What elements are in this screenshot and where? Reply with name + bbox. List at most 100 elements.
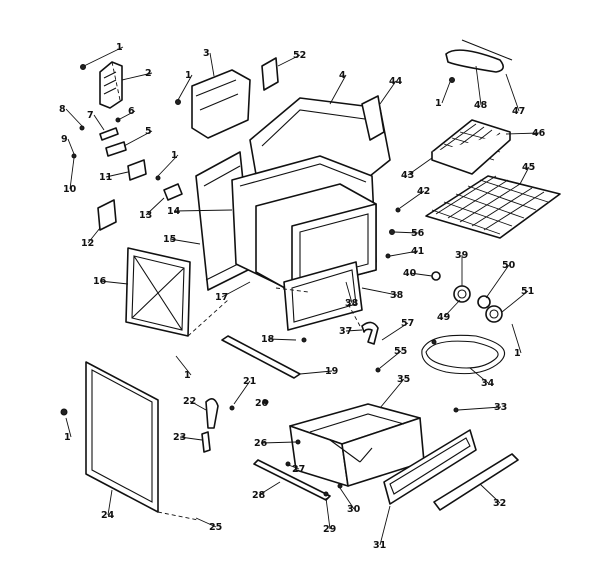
part-37-connector — [361, 321, 381, 373]
leader-c1c — [441, 81, 451, 104]
part-46-broiler-pan — [431, 119, 511, 175]
callout-30: 30 — [347, 504, 361, 515]
part-52-bracket — [261, 57, 279, 91]
leader-c37 — [345, 329, 363, 332]
callout-46: 46 — [532, 128, 546, 139]
part-38-frame — [283, 261, 363, 331]
callout-1: 1 — [171, 150, 178, 161]
part-44-vent — [361, 95, 385, 141]
leader-c20 — [261, 401, 267, 404]
leader-c45 — [519, 166, 530, 185]
callout-34: 34 — [481, 378, 495, 389]
assembly-lines — [111, 61, 361, 521]
callout-1: 1 — [184, 370, 191, 381]
callout-55: 55 — [394, 346, 407, 357]
callout-38: 38 — [390, 290, 404, 301]
leader-c47 — [505, 73, 520, 112]
leader-c18 — [267, 338, 297, 341]
leader-c34 — [469, 367, 489, 384]
callout-17: 17 — [215, 292, 228, 303]
leader-c22 — [189, 400, 207, 411]
callout-3: 3 — [203, 48, 210, 59]
small-parts-right — [385, 207, 503, 323]
callout-4: 4 — [339, 70, 346, 81]
leader-c1f — [511, 323, 522, 354]
leader-c7 — [93, 114, 105, 131]
callout-7: 7 — [87, 110, 94, 121]
leader-c50 — [485, 264, 510, 299]
callout-1: 1 — [435, 98, 442, 109]
callout-19: 19 — [325, 366, 338, 377]
leader-c26 — [260, 441, 297, 444]
leader-c1a — [83, 46, 124, 67]
leader-c17 — [221, 281, 251, 298]
leader-c12 — [87, 227, 101, 244]
callout-37: 37 — [339, 326, 352, 337]
leader-c2 — [121, 72, 153, 81]
leader-c40 — [409, 272, 433, 277]
callout-49: 49 — [437, 312, 450, 323]
leader-c55 — [379, 350, 402, 369]
callout-57: 57 — [401, 318, 414, 329]
leader-c1e — [175, 355, 192, 376]
leader-c48 — [475, 65, 482, 106]
leader-c32 — [479, 483, 501, 504]
leader-c31 — [379, 505, 391, 546]
callout-1: 1 — [514, 348, 521, 359]
callout-42: 42 — [417, 186, 430, 197]
leader-c42 — [399, 190, 425, 209]
part-24-door-frame — [60, 361, 159, 513]
part-12-bracket — [97, 199, 117, 231]
part-32-drawer-handle — [433, 453, 519, 511]
part-31-drawer-front — [383, 407, 477, 505]
callout-50: 50 — [502, 260, 516, 271]
leader-c5 — [123, 130, 153, 147]
leader-c1b — [177, 74, 193, 101]
leader-c38b — [361, 287, 398, 296]
callout-18: 18 — [261, 334, 275, 345]
callout-24: 24 — [101, 510, 115, 521]
callout-27: 27 — [292, 464, 305, 475]
leader-c43 — [407, 157, 433, 176]
leader-c10 — [69, 157, 75, 190]
callout-20: 20 — [255, 398, 269, 409]
part-34-bake-element — [421, 334, 506, 375]
callout-41: 41 — [411, 246, 424, 257]
callout-38: 38 — [345, 298, 359, 309]
part-35-drawer — [289, 403, 425, 487]
callout-2: 2 — [145, 68, 152, 79]
callout-6: 6 — [128, 106, 135, 117]
leader-c1g — [65, 417, 72, 438]
leader-c52 — [277, 54, 301, 67]
callout-15: 15 — [163, 234, 176, 245]
leader-c15 — [169, 238, 201, 245]
leader-c16 — [99, 280, 129, 285]
leader-c24 — [107, 489, 113, 516]
part-13-bracket — [155, 175, 183, 201]
part-16-panel — [125, 247, 191, 337]
leader-lines — [65, 46, 540, 546]
leader-c8 — [65, 108, 83, 127]
callout-26: 26 — [254, 438, 268, 449]
callout-28: 28 — [252, 490, 266, 501]
callout-52: 52 — [293, 50, 306, 61]
callout-43: 43 — [401, 170, 414, 181]
callout-5: 5 — [145, 126, 152, 137]
callout-23: 23 — [173, 432, 186, 443]
leader-c3 — [209, 52, 215, 77]
callout-1: 1 — [116, 42, 123, 53]
leader-c46 — [505, 132, 540, 135]
leader-c35 — [379, 378, 405, 409]
part-48-trim — [445, 39, 513, 83]
leader-c21 — [233, 380, 251, 405]
leader-c9 — [67, 138, 75, 155]
leader-c25 — [195, 517, 217, 528]
part-5-7-clips — [71, 117, 147, 181]
callout-32: 32 — [493, 498, 506, 509]
callout-39: 39 — [455, 250, 468, 261]
part-2-bracket — [80, 61, 123, 109]
leader-c27 — [285, 463, 300, 470]
leader-c28 — [258, 481, 281, 496]
callout-10: 10 — [63, 184, 77, 195]
